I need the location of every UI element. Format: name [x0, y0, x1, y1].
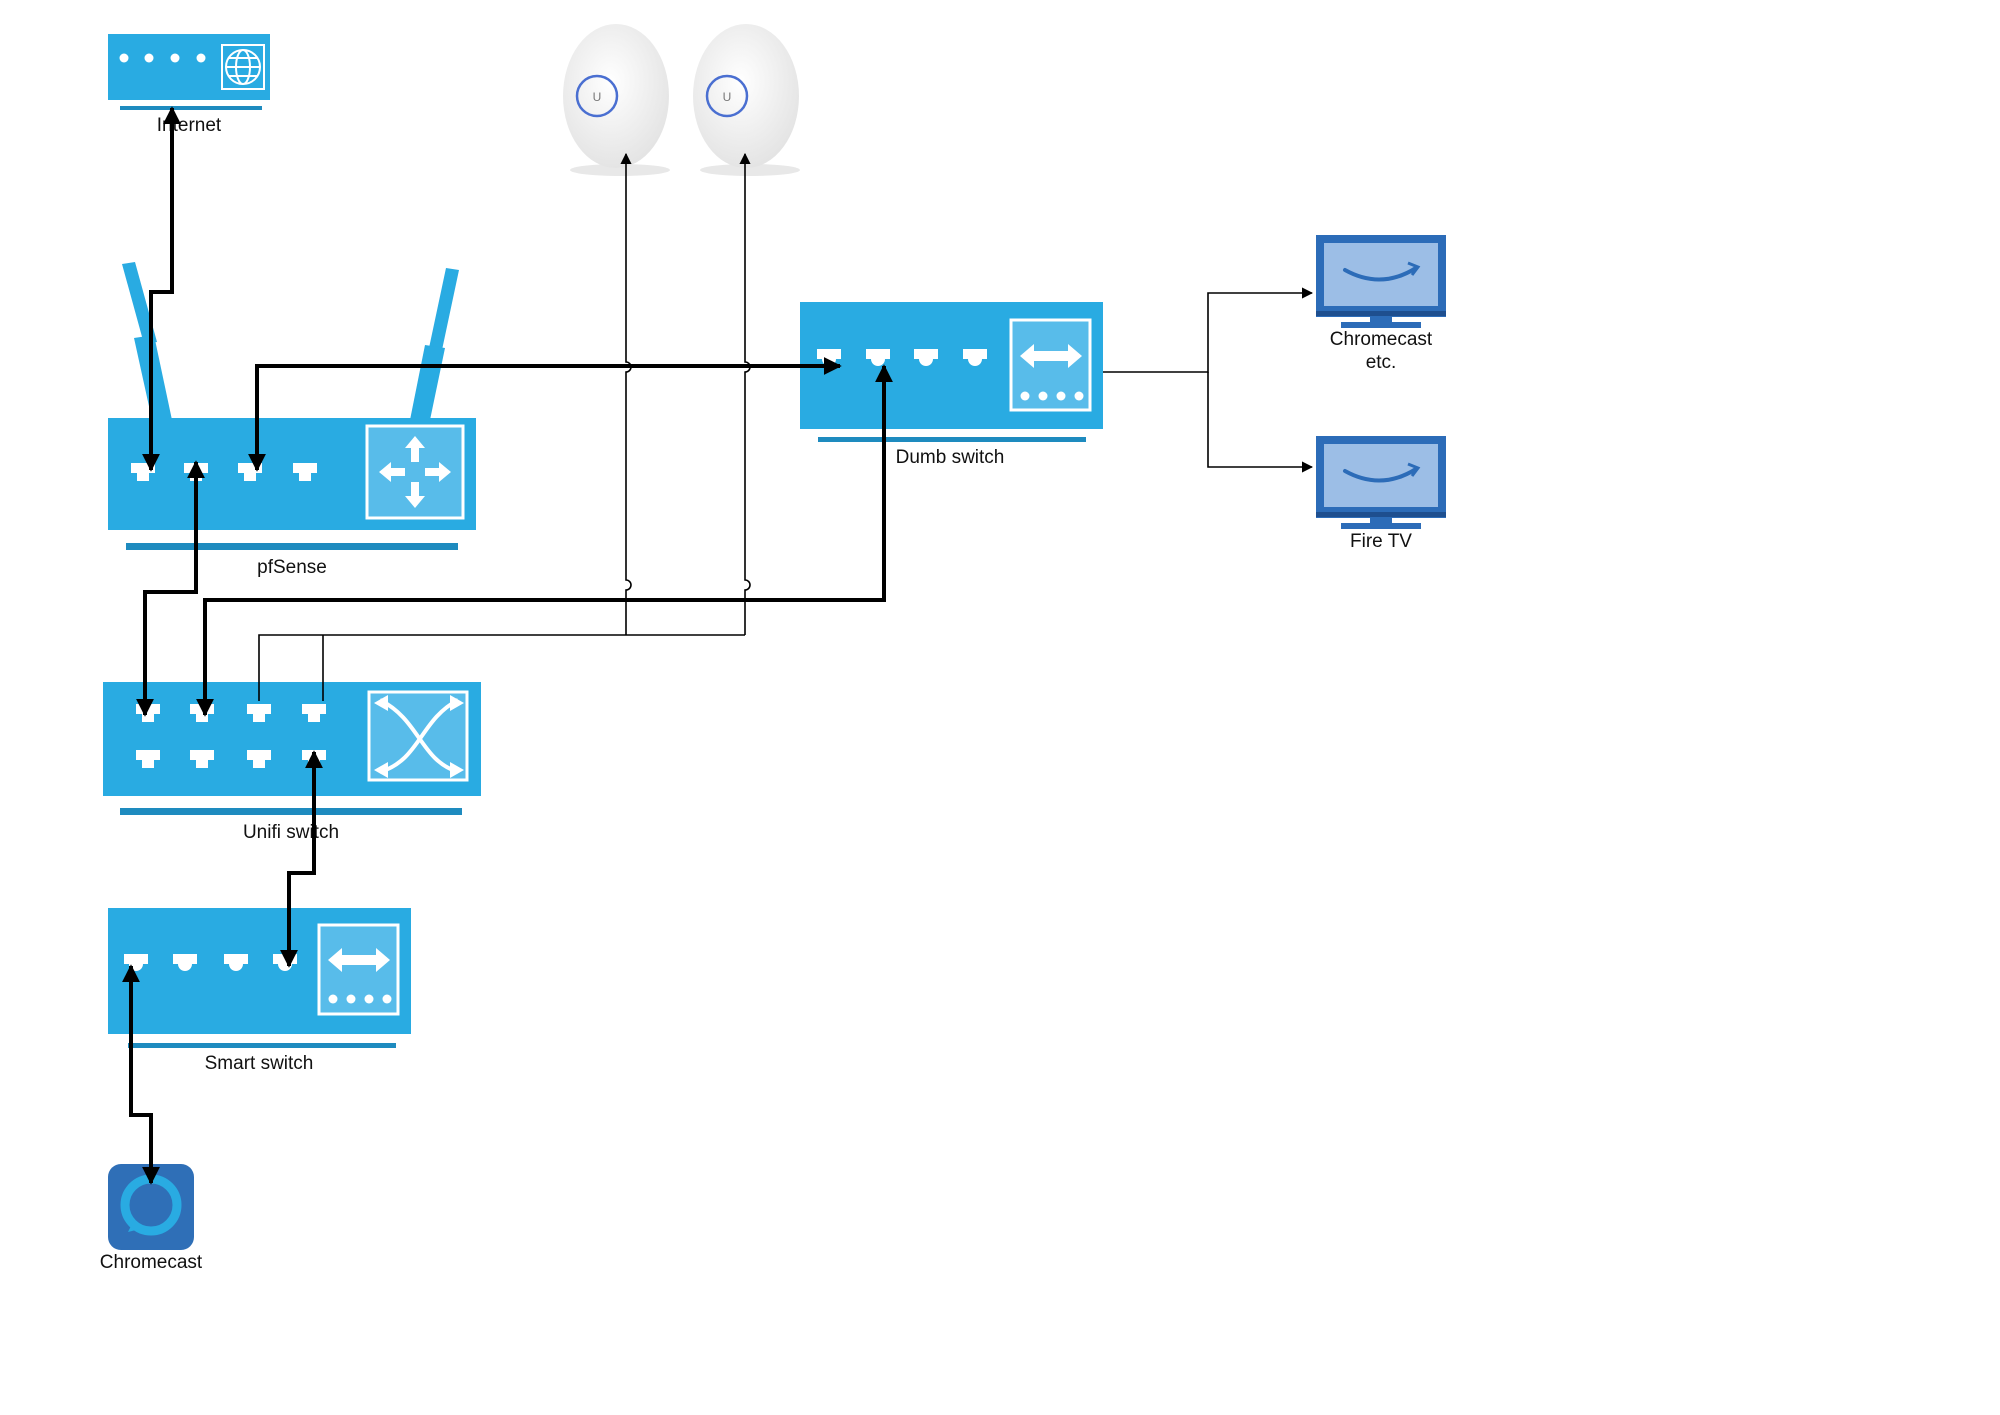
globe-icon [221, 44, 265, 90]
bold-connections [122, 106, 893, 1185]
layer3-switch-icon[interactable] [103, 682, 481, 815]
bidirectional-arrow-icon [317, 923, 400, 1016]
svg-text:U: U [723, 90, 732, 104]
internet-label: Internet [157, 115, 222, 136]
wireless-access-point-2[interactable]: U [693, 24, 800, 176]
chromecast-tv-label-line1: Chromecast [1330, 329, 1433, 350]
pfsense-label: pfSense [257, 557, 327, 578]
internet-modem-icon[interactable] [108, 34, 270, 110]
chromecast-label: Chromecast [100, 1252, 203, 1273]
fire-tv-label: Fire TV [1350, 531, 1412, 552]
dumb-switch-label: Dumb switch [896, 447, 1005, 468]
wireless-access-point-1[interactable]: U [563, 24, 670, 176]
router-icon[interactable] [108, 262, 476, 550]
chromecast-tv-label-line2: etc. [1366, 352, 1397, 373]
smart-switch-icon[interactable] [108, 908, 411, 1048]
bidirectional-arrow-icon [1009, 318, 1092, 412]
svg-text:U: U [593, 90, 602, 104]
smart-switch-label: Smart switch [205, 1053, 314, 1074]
dumb-switch-icon[interactable] [800, 302, 1103, 442]
fire-tv-icon[interactable] [1316, 436, 1446, 529]
chromecast-tv-icon[interactable] [1316, 235, 1446, 328]
crossed-arrows-icon [367, 690, 469, 782]
unifi-switch-label: Unifi switch [243, 822, 339, 843]
routing-arrows-icon [365, 424, 465, 520]
